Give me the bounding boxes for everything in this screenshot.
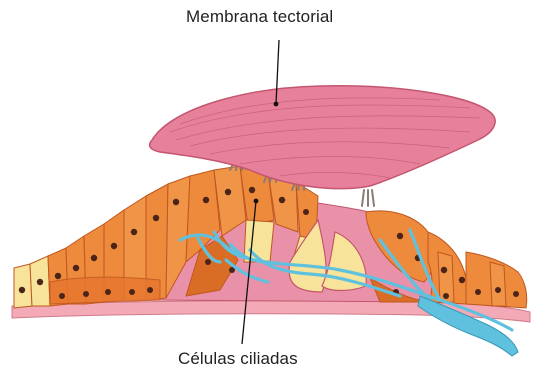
hair-cells-leader-dot (254, 199, 259, 204)
hair-cells-label: Células ciliadas (178, 349, 298, 369)
tectorial-membrane-label: Membrana tectorial (186, 7, 333, 27)
outer-supporting-cells-left (14, 176, 190, 308)
tectorial-leader-dot (274, 102, 279, 107)
